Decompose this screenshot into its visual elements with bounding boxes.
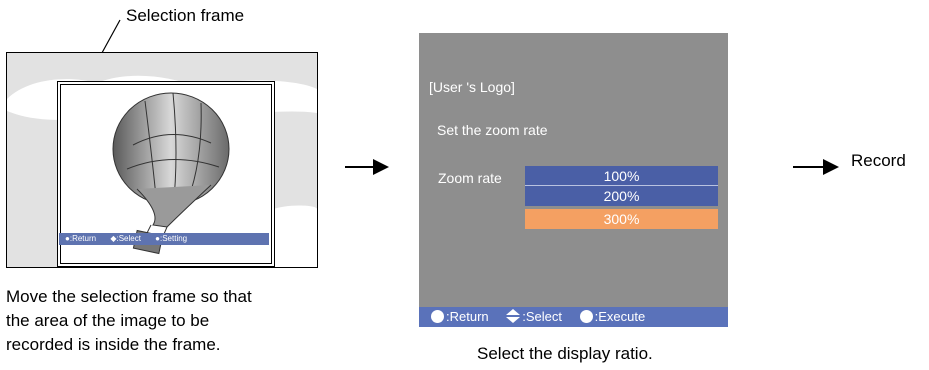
arrow-right-icon bbox=[345, 159, 389, 175]
zoom-option-200[interactable]: 200% bbox=[525, 186, 718, 206]
left-caption: Move the selection frame so that the are… bbox=[6, 285, 252, 357]
menu-title: [User 's Logo] bbox=[429, 79, 515, 95]
menu-help-bar: :Return :Select :Execute bbox=[419, 307, 728, 327]
caption-line: the area of the image to be bbox=[6, 311, 210, 330]
mini-setting-item: ●:Setting bbox=[155, 234, 188, 243]
selection-frame-callout: Selection frame bbox=[126, 6, 245, 25]
mini-help-bar: ●:Return ◆:Select ●:Setting bbox=[59, 233, 269, 245]
caption-line: recorded is inside the frame. bbox=[6, 335, 221, 354]
mini-return-item: ●:Return bbox=[65, 234, 97, 243]
return-hint: :Return bbox=[431, 309, 492, 324]
menu-instruction: Set the zoom rate bbox=[437, 122, 548, 138]
select-hint: :Select bbox=[506, 309, 565, 324]
enter-icon bbox=[579, 310, 593, 323]
zoom-option-100[interactable]: 100% bbox=[525, 166, 718, 186]
record-label: Record bbox=[851, 151, 906, 170]
image-preview-panel: ●:Return ◆:Select ●:Setting bbox=[6, 52, 318, 268]
zoom-rate-label: Zoom rate bbox=[438, 170, 502, 186]
zoom-rate-menu-screen: [User 's Logo] Set the zoom rate Zoom ra… bbox=[419, 33, 728, 327]
esc-icon bbox=[431, 310, 444, 323]
execute-hint: :Execute bbox=[579, 309, 645, 324]
zoom-option-300-selected[interactable]: 300% bbox=[525, 209, 718, 229]
caption-line: Move the selection frame so that bbox=[6, 287, 252, 306]
middle-caption: Select the display ratio. bbox=[477, 344, 653, 363]
mini-select-item: ◆:Select bbox=[110, 234, 141, 243]
arrow-right-icon bbox=[793, 159, 839, 175]
up-down-arrows-icon bbox=[506, 309, 521, 323]
